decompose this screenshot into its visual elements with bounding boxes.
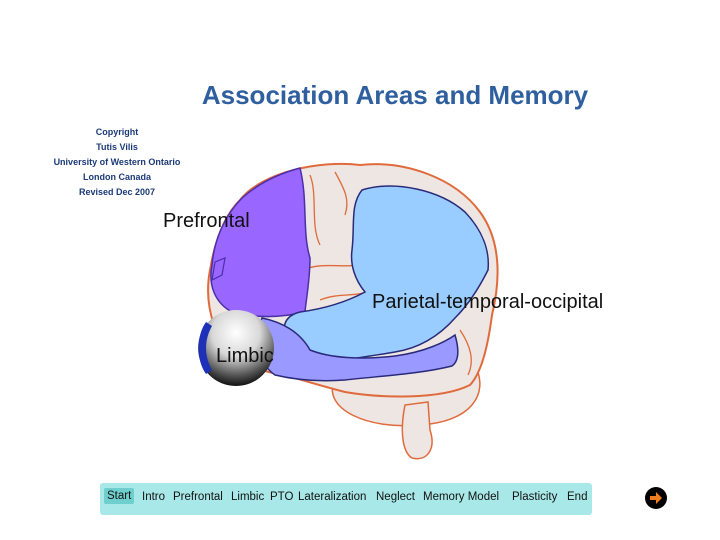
nav-prefrontal[interactable]: Prefrontal [173, 491, 223, 503]
prefrontal-label: Prefrontal [163, 210, 250, 232]
pto-label: Parietal-temporal-occipital [372, 291, 604, 313]
limbic-band [256, 317, 459, 382]
nav-neglect[interactable]: Neglect [376, 491, 415, 503]
credit-line: Revised Dec 2007 [78, 187, 156, 197]
nav-intro[interactable]: Intro [142, 491, 166, 503]
nav-lateralization[interactable]: Lateralization [298, 491, 367, 503]
nav-memory-model[interactable]: Memory Model [423, 491, 500, 503]
nav-pto[interactable]: PTO [270, 491, 294, 503]
prefrontal-region [210, 167, 311, 318]
credit-line: University of Western Ontario [53, 157, 181, 167]
next-button[interactable] [645, 487, 667, 509]
credit-line: Tutis Vilis [96, 142, 138, 152]
nav-limbic[interactable]: Limbic [231, 491, 265, 503]
navigation-bar: Start Intro Prefrontal Limbic PTO Latera… [100, 483, 592, 515]
arrow-right-icon [650, 492, 662, 504]
page-title: Association Areas and Memory [201, 80, 589, 110]
limbic-label: Limbic [216, 345, 274, 367]
copyright-credits: Copyright Tutis Vilis University of West… [44, 125, 190, 200]
nav-end[interactable]: End [567, 491, 588, 503]
nav-start[interactable]: Start [104, 488, 135, 504]
nav-plasticity[interactable]: Plasticity [512, 491, 558, 503]
limbic-sphere [198, 310, 274, 386]
brainstem [401, 401, 433, 460]
credit-line: London Canada [83, 172, 151, 182]
credit-line: Copyright [95, 127, 139, 137]
